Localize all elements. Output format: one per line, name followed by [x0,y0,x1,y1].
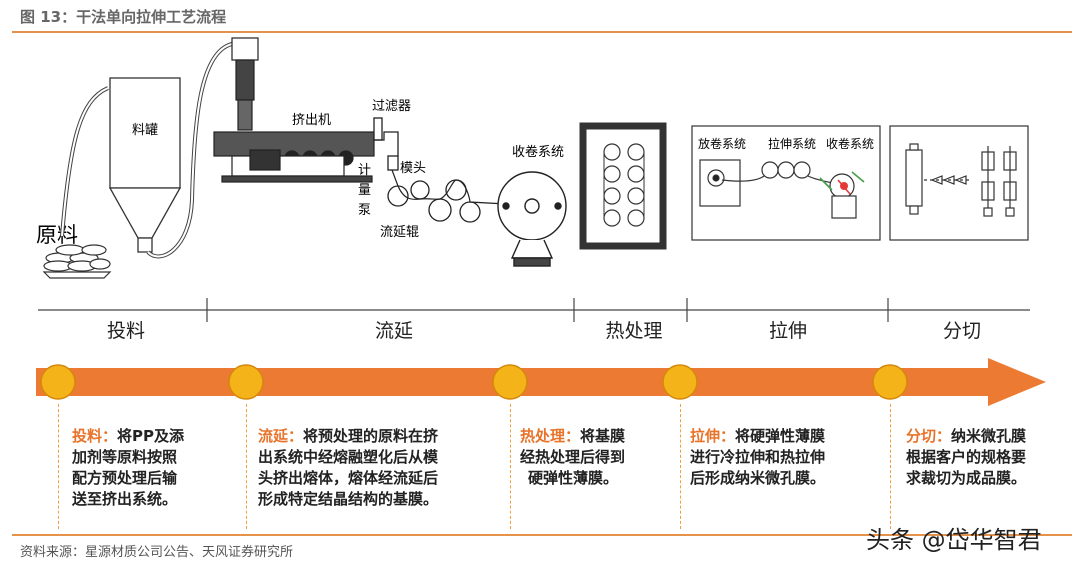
node-heat-treatment [492,364,528,400]
source-note: 资料来源：星源材质公司公告、天风证券研究所 [20,545,294,560]
description-head: 投料 [72,427,103,445]
drop-line-casting [246,404,247,529]
description-feeding: 投料：将PP及添 加剂等原料按照 配方预处理后输 送至挤出系统。 [72,427,185,508]
node-feeding [40,364,76,400]
stage-label-heat-treatment: 热处理 [605,320,663,342]
drop-line-heat-treatment [510,404,511,529]
description-stretching: 拉伸：将硬弹性薄膜 进行冷拉伸和热拉伸 后形成纳米微孔膜。 [690,427,826,487]
drop-line-slitting [890,404,891,529]
label-stretch: 拉伸系统 [768,136,816,151]
label-raw-material: 原料 [36,223,78,247]
winding-drum [497,171,567,267]
node-casting [228,364,264,400]
description-heat-treatment: 热处理：将基膜 经热处理后得到 硬弹性薄膜。 [520,427,626,487]
raw-material-pile [42,244,112,279]
label-metering-pump: 计量泵 [358,163,371,218]
stretch-unit [691,125,881,241]
label-die: 模头 [400,161,426,176]
label-extruder: 挤出机 [292,113,331,128]
slitting-unit [889,125,1029,241]
heat-treatment-oven [579,122,667,250]
stage-label-slitting: 分切 [942,320,982,342]
process-arrow [36,358,1046,406]
description-slitting: 分切：纳米微孔膜 根据客户的规格要 求裁切为成品膜。 [906,427,1027,487]
description-casting: 流延：将预处理的原料在挤 出系统中经熔融塑化后从模 头挤出熔体，熔体经流延后 形… [258,427,439,508]
label-winding-2: 收卷系统 [826,136,874,151]
stage-label-stretching: 拉伸 [768,320,808,342]
stage-label-feeding: 投料 [106,320,146,342]
footer-divider [12,534,1072,536]
title-divider [12,31,1072,33]
label-unwind: 放卷系统 [698,136,746,151]
stage-label-casting: 流延 [374,320,414,342]
figure-title: 图 13：干法单向拉伸工艺流程 [20,8,227,26]
extruder [213,37,375,183]
casting-rolls [387,179,481,223]
stage-separators [206,298,889,322]
node-stretching [662,364,698,400]
label-winding-1: 收卷系统 [512,144,564,160]
stage-nodes [40,364,908,400]
filter-and-die [373,117,399,171]
drop-line-stretching [680,404,681,529]
hopper [108,77,182,253]
film-path-casting [391,169,507,205]
drop-line-feeding [58,404,59,529]
label-hopper: 料罐 [132,123,158,138]
watermark: 头条 @岱华智君 [866,526,1042,554]
label-casting-roll: 流延辊 [380,225,419,240]
node-slitting [872,364,908,400]
label-filter: 过滤器 [372,99,411,114]
